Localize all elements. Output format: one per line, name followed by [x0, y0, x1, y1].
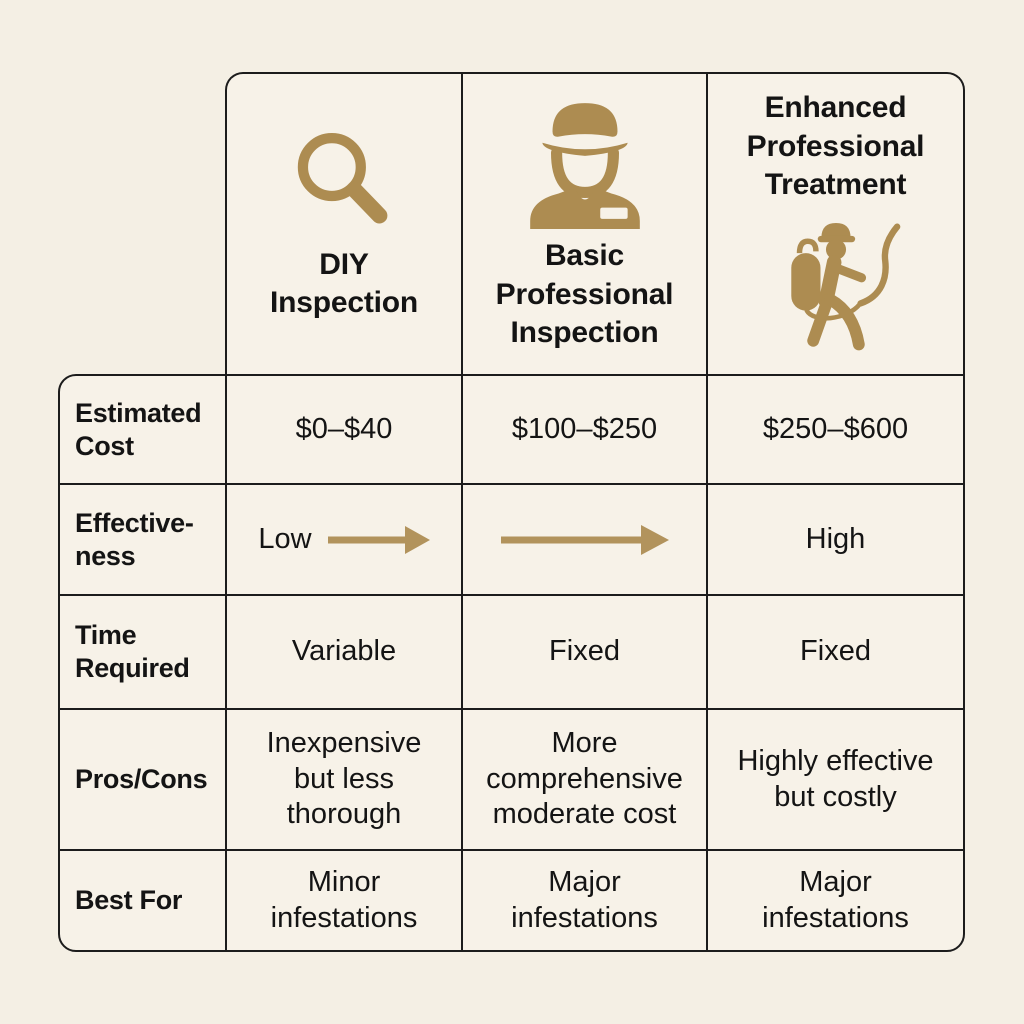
column-title: Basic Professional Inspection [495, 239, 674, 350]
magnifier-icon [297, 132, 388, 224]
estimated-cost-enhanced: $250–$600 [708, 376, 963, 485]
row-label-time-required: Time Required [60, 596, 227, 710]
time-required-diy: Variable [227, 596, 463, 710]
pest-sprayer-icon [790, 222, 900, 350]
effectiveness-diy-text: Low [258, 522, 312, 555]
effectiveness-basic [463, 485, 708, 596]
comparison-table: Estimated Cost $0–$40 $100–$250 $250–$60… [58, 374, 965, 952]
time-required-enhanced: Fixed [708, 596, 963, 710]
effectiveness-diy: Low [227, 485, 463, 596]
best-for-diy: Minor infestations [227, 851, 463, 950]
best-for-basic: Major infestations [463, 851, 708, 950]
time-required-basic: Fixed [463, 596, 708, 710]
estimated-cost-basic: $100–$250 [463, 376, 708, 485]
pros-cons-basic: More comprehensive moderate cost [463, 710, 708, 851]
effectiveness-enhanced: High [708, 485, 963, 596]
estimated-cost-diy: $0–$40 [227, 376, 463, 485]
row-label-pros-cons: Pros/Cons [60, 710, 227, 851]
row-label-best-for: Best For [60, 851, 227, 950]
column-title: Enhanced Professional Treatment [746, 91, 925, 202]
row-label-effectiveness: Effective- ness [60, 485, 227, 596]
row-label-estimated-cost: Estimated Cost [60, 376, 227, 485]
trend-arrow-icon [327, 525, 430, 554]
column-header-enhanced-professional: Enhanced Professional Treatment [708, 74, 963, 374]
column-header-row: DIY Inspection Basic Professional Inspec… [225, 72, 965, 374]
column-header-diy-inspection: DIY Inspection [227, 74, 463, 374]
technician-icon [529, 103, 640, 230]
pros-cons-enhanced: Highly effective but costly [708, 710, 963, 851]
best-for-enhanced: Major infestations [762, 865, 909, 934]
trend-arrow-icon [500, 524, 669, 555]
column-header-basic-professional: Basic Professional Inspection [463, 74, 708, 374]
pros-cons-diy: Inexpensive but less thorough [227, 710, 463, 851]
column-title: DIY Inspection [269, 247, 418, 319]
